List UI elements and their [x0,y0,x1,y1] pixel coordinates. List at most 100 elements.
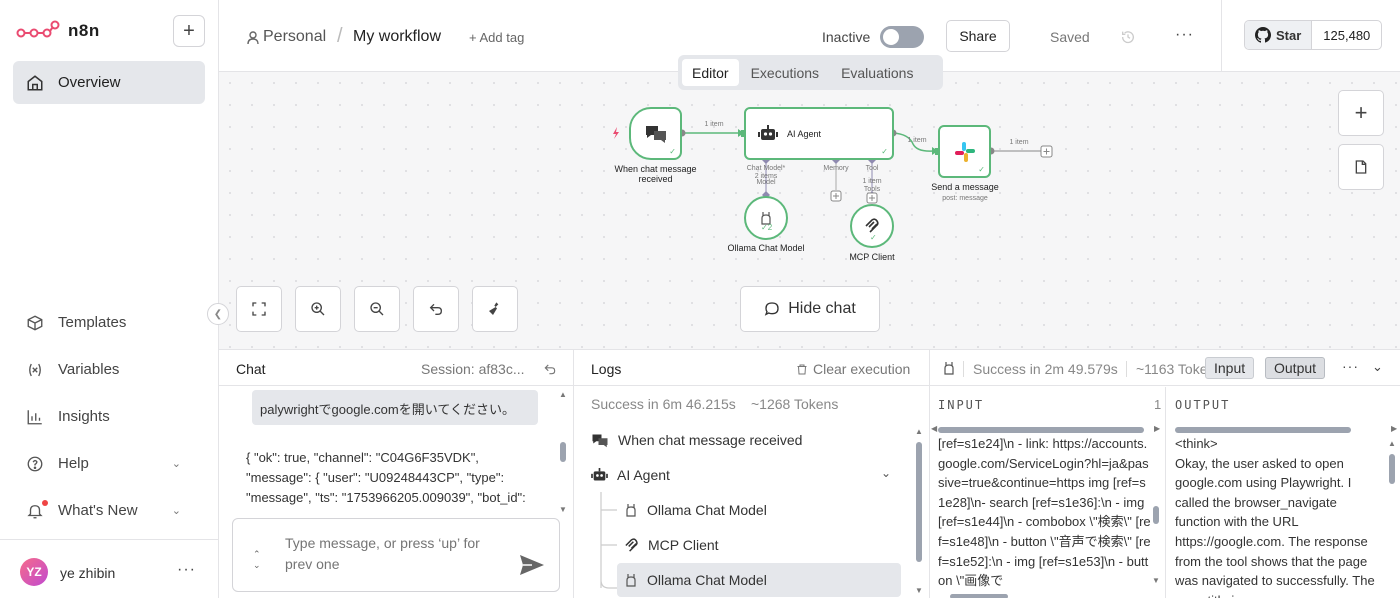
node-chat-trigger-label: When chat message received [614,164,697,184]
scroll-right-icon[interactable]: ▶ [1391,424,1398,433]
memory-port-label: Memory [823,165,849,172]
input-json-text[interactable]: [ref=s1e24]\n - link: https://accounts.g… [938,436,1151,589]
input-toggle-button[interactable]: Input [1205,357,1255,379]
sidebar-divider [0,539,218,540]
scroll-up-icon[interactable]: ▲ [559,390,567,399]
app-name: n8n [68,21,100,40]
user-menu-icon[interactable]: ··· [177,561,196,578]
mcp-icon [865,218,879,233]
hide-chat-button[interactable]: Hide chat [740,286,880,332]
node-mcp-client[interactable]: ✓ [850,204,894,248]
pane-divider [573,350,574,598]
reset-session-icon[interactable] [543,362,557,376]
input-scrollbar[interactable] [1153,506,1159,524]
sidebar-item-variables[interactable]: Variables [13,348,205,391]
tidy-up-button[interactable] [472,286,518,332]
sidebar-item-templates[interactable]: Templates [13,301,205,344]
node-slack[interactable]: ✓ [938,125,991,178]
n8n-logo[interactable]: n8n [16,20,100,42]
detail-tokens: ~1163 Toke [1136,361,1208,377]
log-row-chat-trigger[interactable]: When chat message received [591,423,802,457]
log-row-ai-agent[interactable]: AI Agent ⌄ [591,458,891,492]
home-icon [27,74,43,90]
add-node-button[interactable]: + [1338,90,1384,136]
history-icon[interactable] [1120,29,1136,45]
sidebar-item-overview[interactable]: Overview [13,61,205,104]
input-horizontal-scrollbar[interactable] [938,427,1144,433]
output-scrollbar[interactable] [1389,454,1395,484]
node-ollama-chat-model[interactable]: ✓2 [744,196,788,240]
more-options-icon[interactable]: ··· [1342,358,1359,374]
collapse-panel-icon[interactable]: ⌄ [1372,359,1383,374]
sidebar-item-whats-new[interactable]: What's New ⌄ [13,489,205,532]
workflow-name[interactable]: My workflow [353,28,442,45]
model-port-label: Model [756,179,776,186]
chat-scrollbar[interactable] [560,442,566,462]
connection-item-label: 1 item [704,121,724,128]
undo-button[interactable] [413,286,459,332]
plus-icon: + [1354,100,1368,125]
scroll-left-icon[interactable]: ◀ [931,424,938,433]
more-options-icon[interactable]: ··· [1175,26,1194,43]
logs-title: Logs [591,361,622,377]
log-row-mcp-client[interactable]: MCP Client [624,528,719,562]
scroll-up-icon[interactable]: ▲ [915,427,923,436]
node-mcp-label: MCP Client [849,252,895,262]
scroll-up-icon[interactable]: ▲ [1388,439,1396,448]
share-button[interactable]: Share [946,20,1010,52]
chat-bubbles-icon [592,434,608,447]
send-icon[interactable] [519,554,545,576]
clear-execution-button[interactable]: Clear execution [796,361,910,377]
sidebar-item-help[interactable]: Help ⌄ [13,442,205,485]
active-toggle[interactable] [880,26,924,48]
sidebar-item-insights[interactable]: Insights [13,395,205,438]
tab-evaluations[interactable]: Evaluations [841,64,914,81]
scroll-down-icon[interactable]: ▼ [559,505,567,514]
workflow-canvas[interactable]: ✓ When chat message received AI Agent ✓ … [219,72,1400,349]
zoom-in-button[interactable] [295,286,341,332]
header-separator [1221,0,1222,72]
llama-icon [626,504,636,517]
chat-message-input[interactable] [285,533,495,577]
chat-bot-message: { "ok": true, "channel": "C04G6F35VDK", … [246,450,526,505]
tab-editor[interactable]: Editor [682,59,739,86]
hide-chat-label: Hide chat [788,300,856,317]
node-chat-trigger[interactable]: ✓ [629,107,682,160]
breadcrumb-project[interactable]: Personal [263,28,327,45]
avatar[interactable]: YZ [20,558,48,586]
scroll-down-icon[interactable]: ▼ [1152,576,1160,585]
output-text[interactable]: <think> Okay, the user asked to open goo… [1175,436,1375,598]
collapse-sidebar-button[interactable]: ❮ [207,303,229,325]
pane-divider [929,350,930,598]
logs-scrollbar[interactable] [916,442,922,562]
notification-dot [42,500,48,506]
input-bottom-scrollbar[interactable] [950,594,1008,598]
output-horizontal-scrollbar[interactable] [1175,427,1351,433]
scroll-down-icon[interactable]: ▼ [915,586,923,595]
zoom-out-button[interactable] [354,286,400,332]
tab-executions[interactable]: Executions [750,64,820,81]
log-row-ollama-2[interactable]: Ollama Chat Model [617,563,901,597]
log-row-ollama-1[interactable]: Ollama Chat Model [624,493,767,527]
node-ai-agent[interactable]: AI Agent ✓ [744,107,894,160]
log-row-label: Ollama Chat Model [647,502,767,518]
sidebar-item-label: What's New [58,502,138,519]
add-tag-link[interactable]: + Add tag [469,30,525,45]
trash-icon [797,364,807,374]
fit-view-button[interactable] [236,286,282,332]
scroll-right-icon[interactable]: ▶ [1154,424,1161,433]
github-star-button[interactable]: Star 125,480 [1244,20,1383,50]
chevron-down-icon[interactable]: ⌄ [880,466,891,480]
create-button[interactable]: + [173,15,205,47]
breadcrumb-separator: / [337,25,343,47]
sidebar-item-label: Templates [58,314,127,331]
node-ollama-label: Ollama Chat Model [727,243,805,253]
history-nav-icon[interactable]: ⌃⌄ [253,549,261,570]
detail-status: Success in 2m 49.579s [973,361,1118,377]
sticky-note-button[interactable] [1338,144,1384,190]
active-status-label: Inactive [822,29,871,45]
log-row-label: When chat message received [618,432,803,448]
undo-icon [429,303,443,315]
llama-icon [761,212,771,225]
output-toggle-button[interactable]: Output [1265,357,1326,379]
